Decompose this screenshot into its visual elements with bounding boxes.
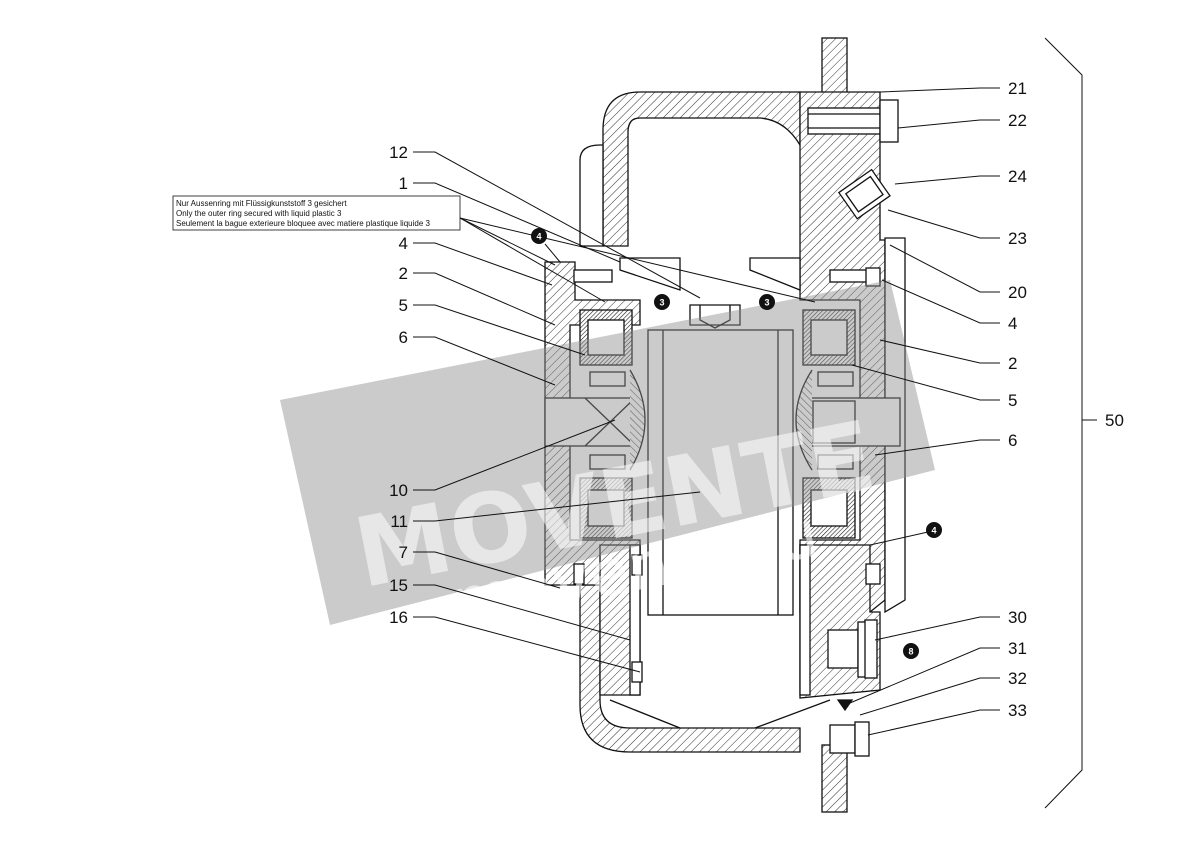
label-1: 1 xyxy=(399,174,408,193)
svg-text:3: 3 xyxy=(659,298,664,308)
center-shaft xyxy=(647,329,794,616)
flange-bottom xyxy=(821,744,848,813)
gearbox-section xyxy=(544,37,906,813)
pin-left xyxy=(544,397,636,447)
note-line-3: Seulement la bague exterieure bloquee av… xyxy=(176,219,430,228)
label-12: 12 xyxy=(389,143,408,162)
label-32: 32 xyxy=(1008,669,1027,688)
note-line-1: Nur Aussenring mit Flüssigkunststoff 3 g… xyxy=(176,199,347,208)
right-labels: 21 22 24 23 20 4 2 5 6 30 31 32 33 50 xyxy=(1008,79,1124,720)
badges: 4 3 3 4 8 xyxy=(531,228,942,659)
label-6-left: 6 xyxy=(399,328,408,347)
label-20: 20 xyxy=(1008,283,1027,302)
bolt-33 xyxy=(829,724,856,754)
svg-text:4: 4 xyxy=(931,526,936,536)
label-33: 33 xyxy=(1008,701,1027,720)
svg-text:4: 4 xyxy=(536,232,541,242)
wedge-right xyxy=(749,257,801,291)
bolt-22 xyxy=(807,107,881,135)
shaft-key xyxy=(689,304,741,326)
label-7: 7 xyxy=(399,543,408,562)
label-21: 21 xyxy=(1008,79,1027,98)
flange-top xyxy=(821,37,848,99)
badge-right-lower: 4 xyxy=(926,522,942,538)
label-4-right: 4 xyxy=(1008,314,1017,333)
note-line-2: Only the outer ring secured with liquid … xyxy=(176,209,342,218)
label-50: 50 xyxy=(1105,411,1124,430)
badge-left-top: 4 xyxy=(531,228,547,244)
label-6-right: 6 xyxy=(1008,431,1017,450)
left-outer-shell xyxy=(579,144,604,247)
leader-lines xyxy=(413,37,1097,809)
badge-center-left: 3 xyxy=(654,294,670,310)
badge-drain: 8 xyxy=(903,643,919,659)
label-24: 24 xyxy=(1008,167,1027,186)
label-2-right: 2 xyxy=(1008,354,1017,373)
svg-text:8: 8 xyxy=(908,647,913,657)
label-22: 22 xyxy=(1008,111,1027,130)
badge-center-right: 3 xyxy=(759,294,775,310)
label-30: 30 xyxy=(1008,608,1027,627)
label-5-right: 5 xyxy=(1008,391,1017,410)
label-10: 10 xyxy=(389,481,408,500)
watermark: MOVENTE movente.ru xyxy=(280,280,935,641)
left-labels: 12 1 4 2 5 6 10 11 7 15 16 xyxy=(389,143,408,627)
label-31: 31 xyxy=(1008,639,1027,658)
label-16: 16 xyxy=(389,608,408,627)
label-23: 23 xyxy=(1008,229,1027,248)
label-2-left: 2 xyxy=(399,264,408,283)
label-5-left: 5 xyxy=(399,296,408,315)
svg-text:3: 3 xyxy=(764,298,769,308)
watermark-band xyxy=(280,280,935,625)
label-15: 15 xyxy=(389,576,408,595)
housing-shell xyxy=(602,91,801,247)
label-4-left: 4 xyxy=(399,234,408,253)
note-box: Nur Aussenring mit Flüssigkunststoff 3 g… xyxy=(172,195,816,303)
housing-bottom-shell xyxy=(579,584,801,753)
label-11: 11 xyxy=(390,512,408,531)
